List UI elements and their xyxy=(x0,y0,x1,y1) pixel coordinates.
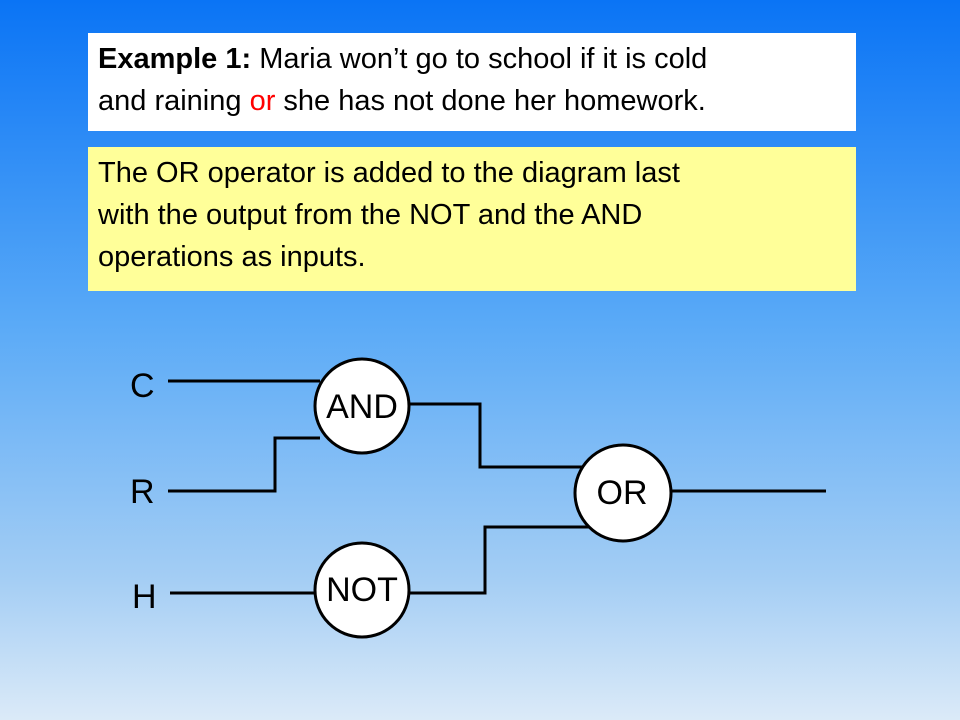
note-line-2: with the output from the NOT and the AND xyxy=(98,199,643,231)
example-line-1: Example 1: Maria won’t go to school if i… xyxy=(98,38,846,80)
and-gate xyxy=(313,357,411,455)
example-text-2b: she has not done her homework. xyxy=(275,85,706,117)
note-line-1: The OR operator is added to the diagram … xyxy=(98,157,680,189)
example-highlight-or: or xyxy=(249,85,276,117)
input-r-label: R xyxy=(130,473,155,511)
wire-not-out xyxy=(410,525,590,595)
note-line-3: operations as inputs. xyxy=(98,241,366,273)
or-gate xyxy=(573,443,673,543)
example-text-2a: and raining xyxy=(98,85,250,117)
or-gate-label: OR xyxy=(597,474,648,512)
note-box: The OR operator is added to the diagram … xyxy=(88,147,856,291)
and-gate-label: AND xyxy=(326,388,398,426)
example-line-2: and raining or she has not done her home… xyxy=(98,80,846,122)
not-gate-label: NOT xyxy=(326,571,398,609)
example-label: Example 1: xyxy=(98,43,252,75)
example-box: Example 1: Maria won’t go to school if i… xyxy=(88,33,856,131)
wire-r xyxy=(168,436,320,493)
example-text-1: Maria won’t go to school if it is cold xyxy=(251,43,708,75)
not-gate xyxy=(313,541,411,639)
wire-and-out xyxy=(408,402,585,469)
input-c-label: C xyxy=(130,367,155,405)
input-h-label: H xyxy=(132,578,157,616)
